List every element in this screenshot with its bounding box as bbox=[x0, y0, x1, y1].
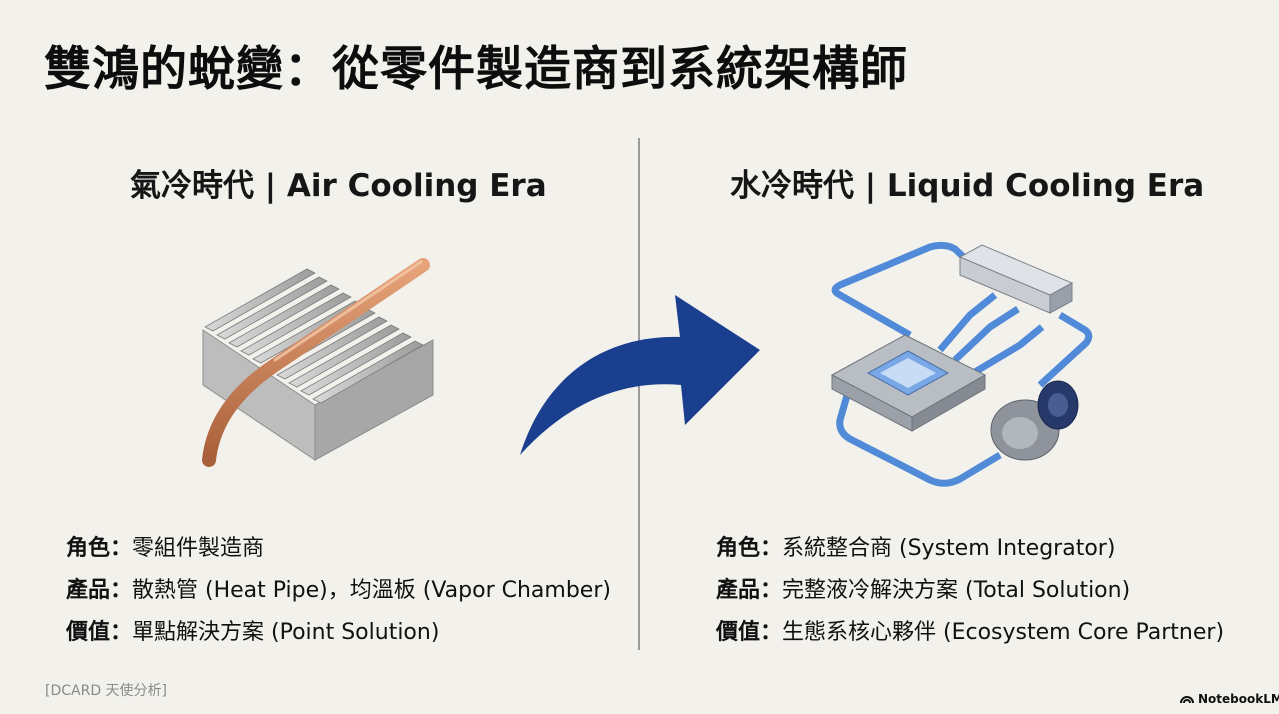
spec-product: 產品：完整液冷解決方案 (Total Solution) bbox=[716, 578, 1131, 603]
page-title: 雙鴻的蛻變：從零件製造商到系統架構師 bbox=[44, 42, 908, 97]
air-cooling-specs: 角色：零組件製造商 產品：散熱管 (Heat Pipe)，均溫板 (Vapor … bbox=[66, 528, 611, 654]
heatsink-icon bbox=[202, 258, 434, 467]
transition-arrow-icon bbox=[520, 295, 760, 455]
air-cooling-heading: 氣冷時代 | Air Cooling Era bbox=[130, 168, 547, 204]
column-divider bbox=[638, 138, 640, 650]
spec-role: 角色：零組件製造商 bbox=[66, 536, 265, 561]
notebooklm-logo-icon bbox=[1180, 696, 1194, 704]
spec-role: 角色：系統整合商 (System Integrator) bbox=[716, 536, 1116, 561]
source-note: [DCARD 天使分析] bbox=[45, 683, 168, 699]
liquid-cooling-icon bbox=[830, 241, 1093, 487]
spec-value: 價值：生態系核心夥伴 (Ecosystem Core Partner) bbox=[716, 620, 1225, 645]
spec-value: 價值：單點解決方案 (Point Solution) bbox=[66, 620, 440, 645]
liquid-cooling-heading: 水冷時代 | Liquid Cooling Era bbox=[730, 168, 1205, 204]
notebooklm-brand: NotebookLM bbox=[1180, 692, 1279, 706]
spec-product: 產品：散熱管 (Heat Pipe)，均溫板 (Vapor Chamber) bbox=[66, 578, 611, 603]
liquid-cooling-specs: 角色：系統整合商 (System Integrator) 產品：完整液冷解決方案… bbox=[716, 528, 1224, 654]
